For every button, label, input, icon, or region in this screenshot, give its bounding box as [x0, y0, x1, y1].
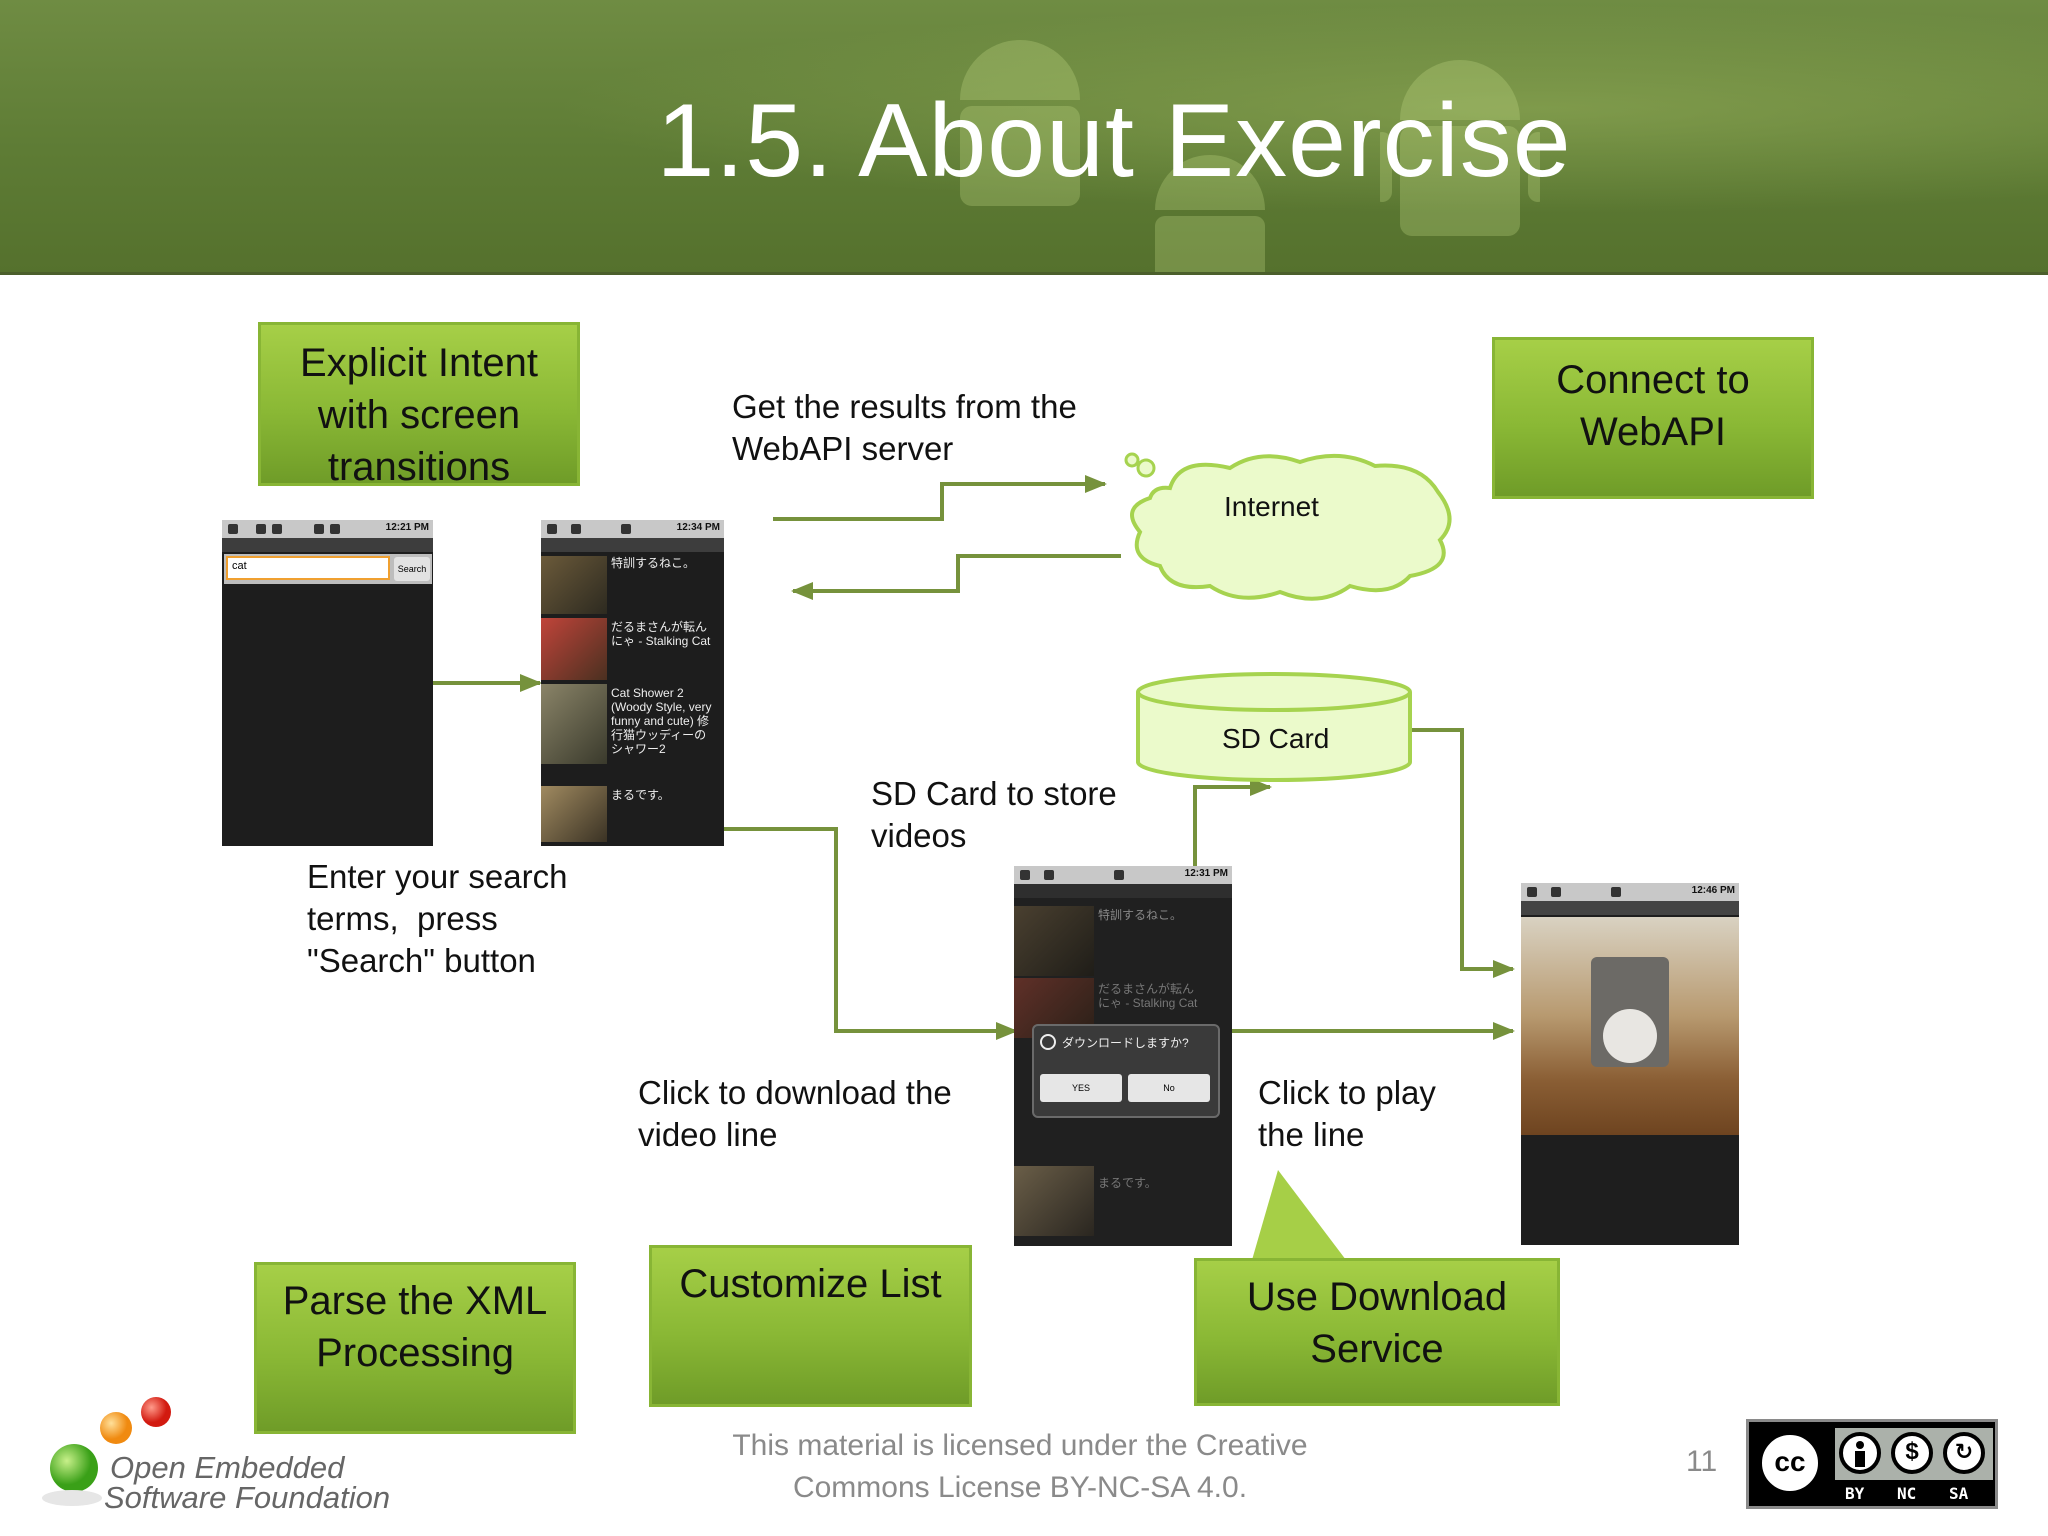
video-thumbnail	[541, 684, 607, 764]
result-row-title[interactable]: まるです。	[611, 788, 670, 802]
result-row-title[interactable]: だるまさんが転ん にゃ - Stalking Cat	[611, 620, 711, 648]
yes-button[interactable]: YES	[1040, 1074, 1122, 1102]
attribution-icon	[1839, 1432, 1881, 1474]
no-button[interactable]: No	[1128, 1074, 1210, 1102]
player-screen: 12:46 PM	[1521, 883, 1739, 1245]
status-icon	[256, 524, 266, 534]
video-thumbnail	[541, 618, 607, 680]
request-arrow	[773, 475, 1107, 521]
cc-icon-strip: $ ↻	[1835, 1428, 1993, 1480]
info-icon	[1040, 1034, 1056, 1050]
results-to-download-arrow	[724, 827, 1018, 1040]
download-to-sd-arrow	[1193, 778, 1272, 866]
status-icon	[1114, 870, 1124, 880]
response-arrow	[791, 554, 1121, 600]
callout-pointer	[1252, 1170, 1346, 1260]
app-title-bar	[1521, 901, 1739, 915]
status-bar: 12:31 PM	[1014, 866, 1232, 884]
results-screen: 12:34 PM 特訓するねこ。 だるまさんが転ん にゃ - Stalking …	[541, 520, 724, 846]
cc-by-label: BY	[1845, 1484, 1865, 1503]
android-robot-icon	[1380, 60, 1540, 236]
status-icon	[228, 524, 238, 534]
search-screen: 12:21 PM cat Search	[222, 520, 433, 846]
logo-line2: Software Foundation	[104, 1480, 391, 1515]
android-robot-icon	[1155, 155, 1265, 272]
app-title-bar	[541, 538, 724, 552]
cc-license-badge: cc $ ↻ BY NC SA	[1746, 1419, 1998, 1509]
result-row-title: まるです。	[1098, 1176, 1157, 1190]
cat-face	[1603, 1009, 1657, 1063]
result-row-title: 特訓するねこ。	[1098, 908, 1183, 922]
status-icon	[1020, 870, 1030, 880]
logo-line1: Open Embedded	[110, 1450, 345, 1485]
sd-card-cylinder	[1136, 672, 1412, 782]
slide-title: 1.5. About Exercise	[656, 83, 1572, 199]
customize-list-box: Customize List	[649, 1245, 972, 1407]
video-thumbnail	[541, 786, 607, 842]
status-time: 12:21 PM	[385, 522, 429, 533]
status-icon	[1044, 870, 1054, 880]
result-row-title: だるまさんが転ん にゃ - Stalking Cat	[1098, 982, 1198, 1010]
status-bar: 12:34 PM	[541, 520, 724, 538]
sd-to-player-arrow	[1412, 728, 1515, 978]
video-thumbnail	[1014, 906, 1094, 976]
dialog-title: ダウンロードしますか?	[1062, 1036, 1189, 1050]
sharealike-icon: ↻	[1943, 1432, 1985, 1474]
result-row-title[interactable]: Cat Shower 2 (Woody Style, very funny an…	[611, 686, 712, 756]
get-results-label: Get the results from the WebAPI server	[732, 388, 1077, 467]
slide-header: 1.5. About Exercise	[0, 0, 2048, 275]
license-line1: This material is licensed under the Crea…	[732, 1429, 1308, 1462]
status-icon	[314, 524, 324, 534]
search-input[interactable]: cat	[226, 556, 390, 580]
app-title-bar	[222, 538, 433, 552]
license-line2: Commons License BY-NC-SA 4.0.	[792, 1471, 1248, 1504]
download-dialog: ダウンロードしますか? YES No	[1032, 1024, 1220, 1118]
oesf-logo-icon	[42, 1397, 171, 1506]
status-icon	[547, 524, 557, 534]
click-download-label: Click to download the video line	[638, 1074, 952, 1153]
video-thumbnail	[1014, 1166, 1094, 1236]
cc-icon: cc	[1757, 1430, 1823, 1496]
click-play-label: Click to play the line	[1258, 1074, 1436, 1153]
status-time: 12:34 PM	[676, 522, 720, 533]
result-row-title[interactable]: 特訓するねこ。	[611, 556, 696, 570]
video-frame[interactable]	[1521, 917, 1739, 1135]
video-thumbnail	[541, 556, 607, 614]
internet-cloud	[1124, 452, 1452, 601]
status-icon	[571, 524, 581, 534]
download-screen: 12:31 PM 特訓するねこ。 だるまさんが転ん にゃ - Stalking …	[1014, 866, 1232, 1246]
status-icon	[1551, 887, 1561, 897]
page-number: 11	[1686, 1445, 1718, 1478]
license-text: This material is licensed under the Crea…	[640, 1425, 1400, 1509]
status-time: 12:31 PM	[1184, 868, 1228, 879]
status-bar: 12:46 PM	[1521, 883, 1739, 901]
cc-nc-label: NC	[1897, 1484, 1917, 1503]
noncommercial-icon: $	[1891, 1432, 1933, 1474]
status-icon	[272, 524, 282, 534]
status-icon	[621, 524, 631, 534]
status-icon	[330, 524, 340, 534]
status-icon	[1527, 887, 1537, 897]
status-bar: 12:21 PM	[222, 520, 433, 538]
internet-label: Internet	[1224, 491, 1319, 522]
status-time: 12:46 PM	[1691, 885, 1735, 896]
sd-card-label: SD Card	[1222, 723, 1330, 754]
search-button[interactable]: Search	[394, 557, 430, 581]
sd-store-label: SD Card to store videos	[871, 775, 1117, 854]
android-robot-icon	[960, 40, 1080, 206]
cc-sa-label: SA	[1949, 1484, 1969, 1503]
app-title-bar	[1014, 884, 1232, 898]
status-icon	[1611, 887, 1621, 897]
enter-search-label: Enter your search terms, press "Search" …	[307, 858, 568, 979]
